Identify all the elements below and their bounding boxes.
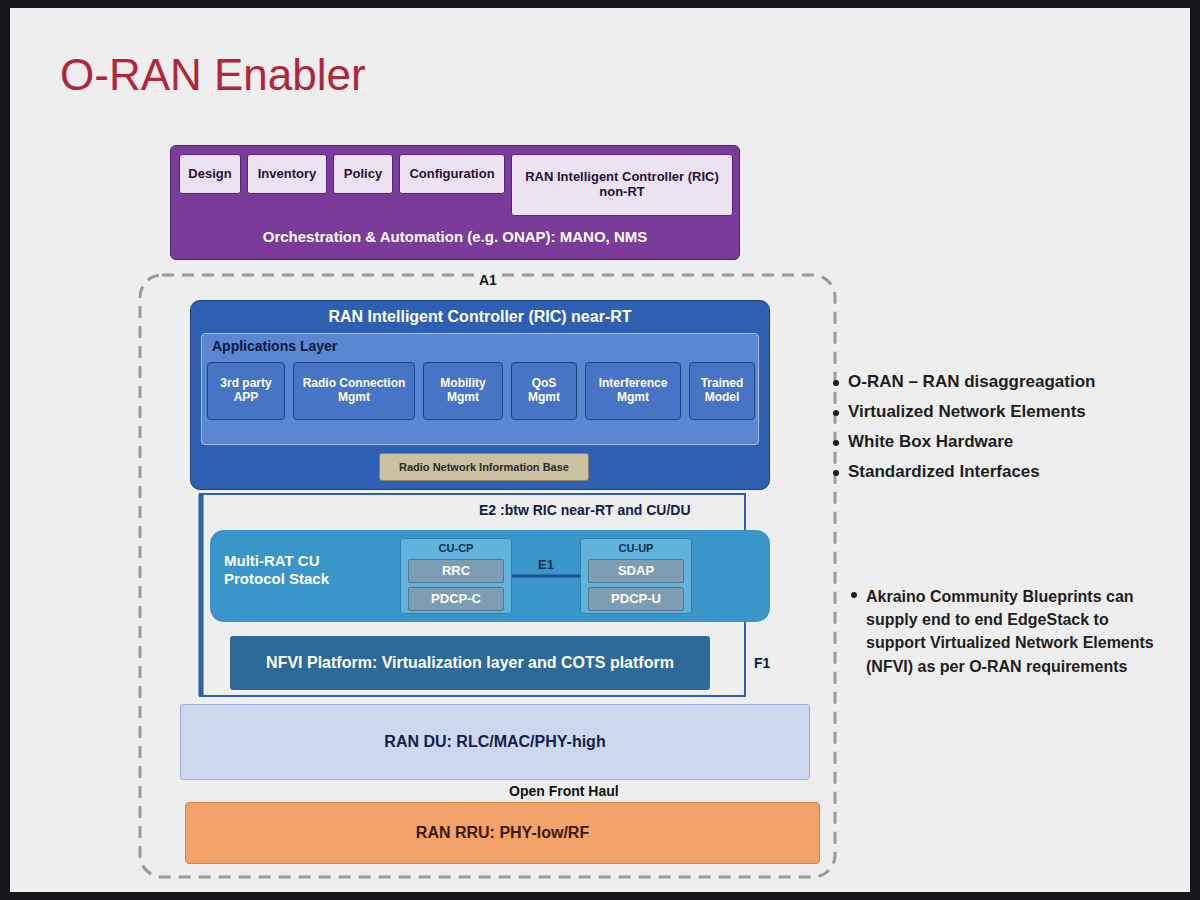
box-heading: Multi-RAT CU Protocol Stack — [224, 552, 384, 588]
controller-box: RAN Intelligent Controller (RIC) non-RT — [511, 154, 733, 216]
nfvi-platform: NFVI Platform: Virtualization layer and … — [230, 636, 710, 690]
text-block: Radio Network Information Base — [399, 461, 569, 474]
bullet-text: O-RAN – RAN disaggreagation — [848, 372, 1178, 392]
function-box: Inventory — [247, 154, 327, 194]
dashed-boundary — [140, 275, 835, 877]
box-label: Radio Network Information Base — [399, 461, 569, 474]
text-block: Interference Mgmt — [590, 377, 676, 405]
cu-plane-box: CU-UP SDAP PDCP-U — [580, 538, 692, 614]
box-label: Design — [188, 167, 231, 182]
box-label: Mobility Mgmt — [428, 377, 498, 405]
text-block: Radio Connection Mgmt — [298, 377, 410, 405]
text-block: Policy — [344, 167, 382, 182]
text-block: RAN Intelligent Controller (RIC) non-RT — [516, 170, 728, 200]
interface-label: E1 — [535, 557, 557, 573]
text-block: Mobility Mgmt — [428, 377, 498, 405]
text-block: RAN DU: RLC/MAC/PHY-high — [384, 733, 605, 751]
protocol-box: PDCP-U — [588, 587, 684, 611]
app-box: Interference Mgmt — [585, 362, 681, 420]
box-label: Policy — [344, 167, 382, 182]
function-box: Policy — [333, 154, 393, 194]
box-label: RAN RRU: PHY-low/RF — [416, 824, 589, 842]
box-heading: Orchestration & Automation (e.g. ONAP): … — [179, 228, 731, 246]
cu-stack-box: Multi-RAT CU Protocol Stack CU-CP RRC PDCP-… — [210, 530, 770, 622]
interface-line — [512, 575, 580, 578]
protocol-box: PDCP-C — [408, 587, 504, 611]
text-block: QoS Mgmt — [516, 377, 572, 405]
cu-du-outline-bar — [199, 494, 204, 696]
box-label: 3rd party APP — [212, 377, 280, 405]
box-label: RAN Intelligent Controller (RIC) non-RT — [516, 170, 728, 200]
box-label: PDCP-U — [611, 592, 661, 607]
applications-layer: Applications Layer 3rd party APP Radio Con… — [201, 333, 759, 445]
interface-label: E2 :btw RIC near-RT and CU/DU — [476, 502, 694, 519]
protocol-box: SDAP — [588, 559, 684, 583]
box-label: RRC — [442, 564, 470, 579]
box-label: Configuration — [409, 167, 494, 182]
app-box: Radio Connection Mgmt — [293, 362, 415, 420]
box-heading: CU-UP — [581, 542, 691, 555]
interface-label: F1 — [751, 655, 773, 672]
function-box: Design — [179, 154, 241, 194]
box-label: Interference Mgmt — [590, 377, 676, 405]
bullet-text: Akraino Community Blueprints can supply … — [866, 585, 1171, 678]
rru-box: RAN RRU: PHY-low/RF — [185, 802, 820, 864]
box-heading: CU-CP — [401, 542, 511, 555]
bullet-dot — [833, 440, 839, 446]
bullet-dot — [833, 410, 839, 416]
box-label: Inventory — [258, 167, 317, 182]
interface-label: Open Front Haul — [506, 783, 622, 800]
box-heading: RAN Intelligent Controller (RIC) near-RT — [191, 307, 769, 326]
text-block: Design — [188, 167, 231, 182]
box-label: SDAP — [618, 564, 654, 579]
app-box: Mobility Mgmt — [423, 362, 503, 420]
app-box: Trained Model — [689, 362, 755, 420]
app-box: 3rd party APP — [207, 362, 285, 420]
bullet-text: White Box Hardware — [848, 432, 1178, 452]
du-box: RAN DU: RLC/MAC/PHY-high — [180, 704, 810, 780]
app-box: QoS Mgmt — [511, 362, 577, 420]
text-block: PDCP-U — [611, 592, 661, 607]
function-box: Configuration — [399, 154, 505, 194]
text-block: PDCP-C — [431, 592, 481, 607]
text-block: NFVI Platform: Virtualization layer and … — [266, 654, 674, 672]
text-block: RAN RRU: PHY-low/RF — [416, 824, 589, 842]
bullet-dot — [833, 470, 839, 476]
box-label: NFVI Platform: Virtualization layer and … — [266, 654, 674, 672]
text-block: 3rd party APP — [212, 377, 280, 405]
protocol-box: RRC — [408, 559, 504, 583]
box-label: Trained Model — [694, 377, 750, 405]
slide-background — [10, 8, 1190, 892]
box-label: Radio Connection Mgmt — [298, 377, 410, 405]
orchestration-band: Orchestration & Automation (e.g. ONAP): … — [170, 145, 740, 260]
interface-label: A1 — [476, 272, 500, 289]
text-block: Trained Model — [694, 377, 750, 405]
text-block: Inventory — [258, 167, 317, 182]
box-heading: Applications Layer — [212, 338, 512, 355]
ric-near-rt-box: RAN Intelligent Controller (RIC) near-RT… — [190, 300, 770, 490]
bullet-dot — [833, 380, 839, 386]
information-base: Radio Network Information Base — [379, 453, 589, 481]
slide-title: O-RAN Enabler — [60, 50, 366, 100]
box-label: RAN DU: RLC/MAC/PHY-high — [384, 733, 605, 751]
bullet-text: Virtualized Network Elements — [848, 402, 1178, 422]
text-block: Configuration — [409, 167, 494, 182]
box-label: QoS Mgmt — [516, 377, 572, 405]
bullet-text: Standardized Interfaces — [848, 462, 1178, 482]
box-label: PDCP-C — [431, 592, 481, 607]
cu-plane-box: CU-CP RRC PDCP-C — [400, 538, 512, 614]
text-block: SDAP — [618, 564, 654, 579]
text-block: RRC — [442, 564, 470, 579]
